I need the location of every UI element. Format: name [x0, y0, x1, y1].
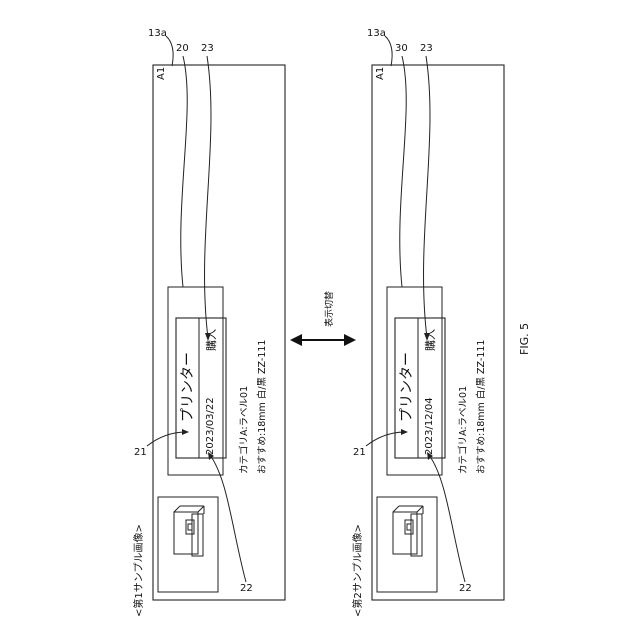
ref-13a: 13a	[148, 28, 167, 39]
leader-button	[205, 56, 211, 338]
figure-label: FIG. 5	[518, 323, 531, 355]
display-switch: 表示切替	[290, 291, 356, 346]
ref-image: 20	[176, 43, 189, 54]
leader-13a	[166, 36, 173, 66]
buy-button[interactable]: 購入	[204, 329, 218, 351]
switch-arrow-right-head	[344, 334, 356, 346]
product-name: プリンター	[399, 352, 415, 422]
screen-frame	[372, 65, 504, 600]
product-name: プリンター	[180, 352, 196, 422]
buy-button[interactable]: 購入	[423, 329, 437, 351]
panel-sample-1: <第1サンプル画像> A1 プリンター 2023/03/22 購入 カテゴリA:…	[132, 28, 285, 617]
purchase-date: 2023/03/22	[205, 397, 216, 455]
area-label: A1	[156, 67, 167, 80]
panel-caption: <第2サンプル画像>	[351, 524, 364, 617]
ref-name: 21	[353, 447, 366, 458]
switch-arrow-left-head	[290, 334, 302, 346]
area-label: A1	[375, 67, 386, 80]
panel-sample-2: <第2サンプル画像> A1 プリンター 2023/12/04 購入 カテゴリA:…	[351, 28, 504, 617]
panel-caption: <第1サンプル画像>	[132, 524, 145, 617]
thumbnail-frame	[377, 497, 437, 592]
leader-image	[400, 56, 406, 287]
ref-name: 21	[134, 447, 147, 458]
ref-13a: 13a	[367, 28, 386, 39]
arrowhead-name	[182, 429, 189, 435]
ref-date: 22	[459, 583, 472, 594]
recommendation-line: おすすめ:18mm 白/黒 ZZ-111	[475, 340, 487, 474]
category-line: カテゴリA:ラベル01	[457, 386, 469, 474]
recommendation-line: おすすめ:18mm 白/黒 ZZ-111	[256, 340, 268, 474]
printer-image-icon	[393, 506, 423, 556]
leader-image	[181, 56, 187, 287]
ref-button: 23	[420, 43, 433, 54]
printer-image-icon	[174, 506, 204, 556]
ref-image: 30	[395, 43, 408, 54]
leader-13a	[385, 36, 392, 66]
purchase-date: 2023/12/04	[424, 397, 435, 455]
category-line: カテゴリA:ラベル01	[238, 386, 250, 474]
thumbnail-frame	[158, 497, 218, 592]
arrowhead-name	[401, 429, 408, 435]
screen-frame	[153, 65, 285, 600]
ref-button: 23	[201, 43, 214, 54]
leader-button	[424, 56, 430, 338]
ref-date: 22	[240, 583, 253, 594]
switch-label: 表示切替	[323, 291, 335, 327]
